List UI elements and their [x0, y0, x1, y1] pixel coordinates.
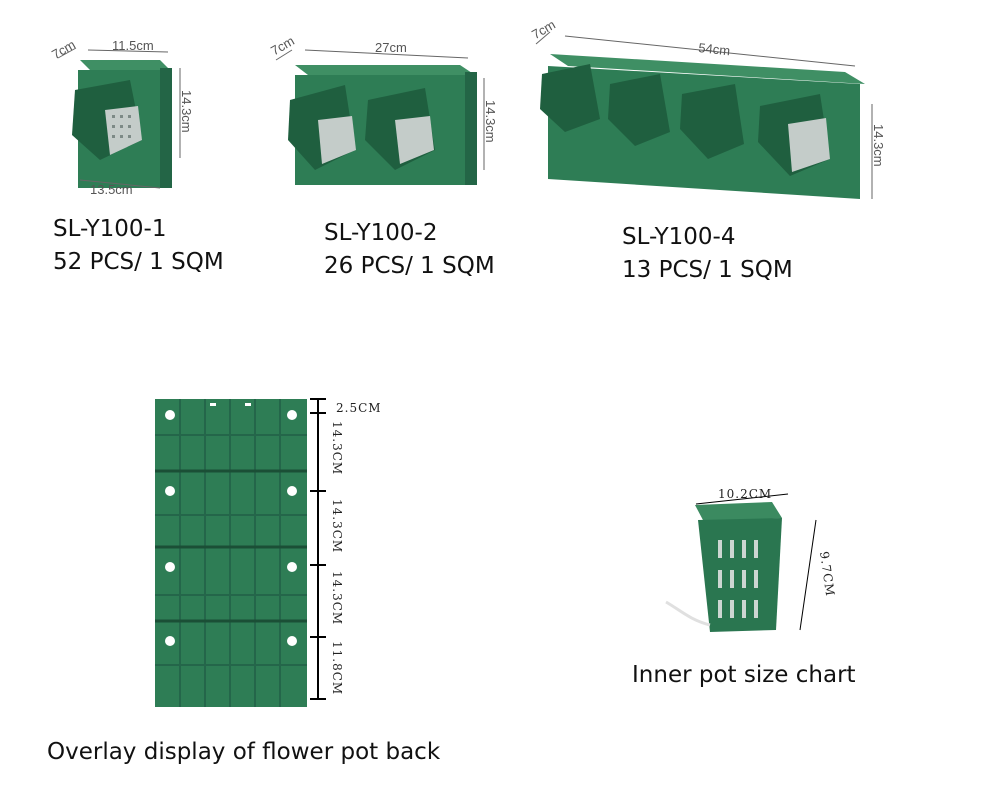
dim-depth-2: 7cm	[268, 33, 297, 58]
back-dim-top: 2.5CM	[336, 401, 382, 415]
back-dim-4: 11.8CM	[330, 641, 344, 695]
back-dim-1: 14.3CM	[330, 421, 344, 475]
dim-height-2: 14.3cm	[483, 100, 498, 143]
dim-height-1: 14.3cm	[179, 90, 194, 133]
back-dim-3: 14.3CM	[330, 571, 344, 625]
model-label-2: SL-Y100-2	[324, 220, 438, 246]
back-overlay-image: 2.5CM 14.3CM 14.3CM 14.3CM 11.8CM	[155, 398, 382, 707]
dim-width-4: 54cm	[698, 40, 731, 58]
planter-2-image: 7cm 27cm 14.3cm	[268, 33, 498, 185]
inner-pot-image: 10.2CM 9.7CM	[665, 487, 837, 632]
planter-1-image: 7cm 11.5cm 14.3cm 13.5cm	[49, 37, 194, 197]
pot-width-dim: 10.2CM	[718, 487, 772, 501]
planter-4-image: 7cm 54cm 14.3cm	[529, 17, 886, 199]
dim-depth-4: 7cm	[529, 17, 558, 42]
pot-height-dim: 9.7CM	[817, 550, 837, 597]
back-dim-2: 14.3CM	[330, 499, 344, 553]
density-label-2: 26 PCS/ 1 SQM	[324, 253, 495, 279]
density-label-1: 52 PCS/ 1 SQM	[53, 249, 224, 275]
density-label-4: 13 PCS/ 1 SQM	[622, 257, 793, 283]
dim-height-4: 14.3cm	[871, 124, 886, 167]
dim-depth-1: 7cm	[49, 37, 78, 62]
dim-width-1: 11.5cm	[112, 38, 154, 53]
dim-bottom-1: 13.5cm	[90, 182, 133, 197]
inner-pot-caption: Inner pot size chart	[632, 662, 856, 688]
dim-width-2: 27cm	[375, 40, 407, 55]
model-label-1: SL-Y100-1	[53, 216, 167, 242]
model-label-4: SL-Y100-4	[622, 224, 736, 250]
back-overlay-caption: Overlay display of flower pot back	[47, 739, 441, 765]
